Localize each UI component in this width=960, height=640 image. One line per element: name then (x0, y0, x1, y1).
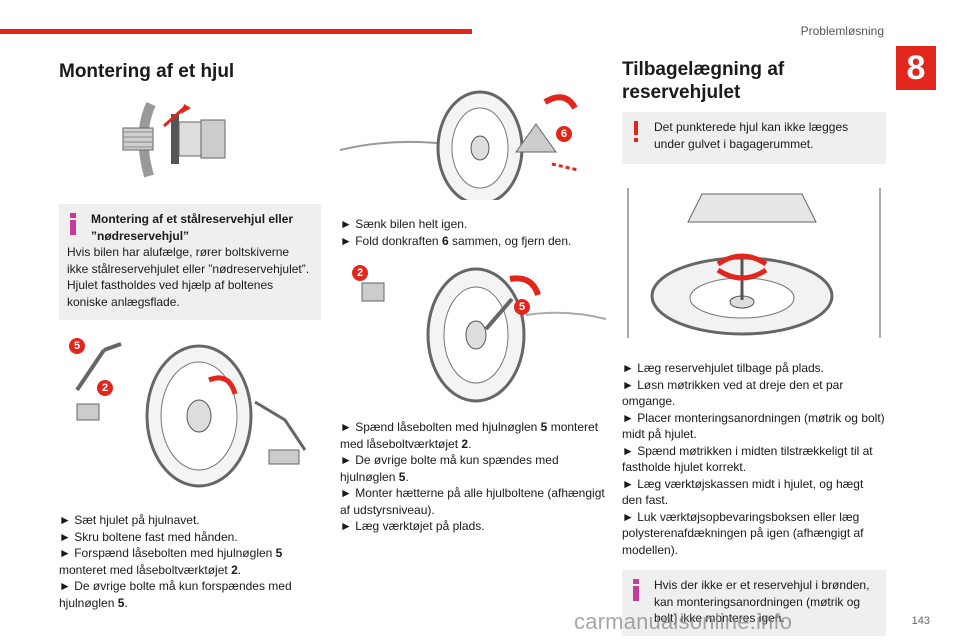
section-heading-return: Tilbagelægning af reservehjulet (622, 59, 785, 103)
spare-well-drawing (627, 188, 881, 338)
steps-mounting: ► Sæt hjulet på hjulnavet. ► Skru bolten… (59, 512, 321, 611)
info-icon (633, 579, 639, 601)
step-text: ► Læg værktøjet på plads. (340, 519, 485, 533)
steps-tightening: ► Spænd låsebolten med hjulnøglen 5 mont… (340, 419, 606, 535)
page-number: 143 (911, 615, 930, 627)
step-text: ► Læg værktøjskassen midt i hjulet, og h… (622, 476, 864, 508)
figure-callout-6: 6 (556, 126, 572, 142)
column-lowering: 6 ► Sænk bilen helt igen. ► Fold donkraf… (339, 52, 607, 535)
warning-icon (634, 121, 638, 142)
bolt-washer-drawing (122, 101, 226, 178)
section-title: Problemløsning (800, 24, 884, 38)
watermark: carmanualsonline.info (574, 609, 793, 634)
step-text: ► Sæt hjulet på hjulnavet. (59, 513, 200, 527)
illustration-bolt-washer (59, 92, 321, 190)
step-text: ► Skru boltene fast med hånden. (59, 529, 238, 544)
step-text: ► Placer monteringsanordningen (møtrik o… (622, 410, 885, 442)
column-mounting-wheel: Montering af et hjul Montering af et stå… (59, 60, 321, 611)
step-text: ► De øvrige bolte må kun spændes med hju… (340, 453, 559, 484)
info-text: Hvis der ikke er et reservehjul i brønde… (654, 578, 870, 625)
illustration-jack-fold: 6 (339, 52, 606, 206)
steps-lowering: ► Sænk bilen helt igen. ► Fold donkrafte… (340, 216, 606, 249)
figure-callout-5: 5 (514, 299, 530, 315)
info-box-steel-spare: Montering af et stålreservehjul eller ”n… (59, 204, 321, 320)
info-body: Hvis bilen har alufælge, rører boltskive… (67, 245, 310, 309)
column-return-spare: Tilbagelægning af reservehjulet Det punk… (622, 58, 886, 636)
warning-box: Det punkterede hjul kan ikke lægges unde… (622, 112, 886, 164)
figure-callout-2: 2 (97, 380, 113, 396)
illustration-wheel-tightening: 5 2 (59, 332, 321, 494)
step-text: ► Fold donkraften 6 sammen, og fjern den… (340, 233, 572, 248)
figure-callout-2: 2 (352, 265, 368, 281)
step-text: ► Forspænd låsebolten med hjulnøglen 5 m… (59, 546, 283, 577)
header-accent-bar (0, 29, 472, 34)
info-box-no-spare: Hvis der ikke er et reservehjul i brønde… (622, 570, 886, 636)
step-text: ► Spænd låsebolten med hjulnøglen 5 mont… (340, 420, 599, 451)
info-icon (70, 213, 76, 235)
warning-text: Det punkterede hjul kan ikke lægges unde… (654, 120, 849, 151)
jack-drawing (339, 90, 579, 206)
step-text: ► Løsn møtrikken ved at dreje den et par… (622, 377, 844, 409)
illustration-spare-well (622, 176, 886, 346)
chapter-badge: 8 (896, 46, 936, 90)
bolts-wrench-drawing (361, 267, 607, 403)
info-heading: Montering af et stålreservehjul eller ”n… (91, 212, 294, 243)
section-heading-mounting: Montering af et hjul (59, 61, 235, 82)
steps-return: ► Læg reservehjulet tilbage på plads. ► … (622, 360, 886, 558)
step-text: ► Læg reservehjulet tilbage på plads. (622, 361, 824, 375)
step-text: ► De øvrige bolte må kun forspændes med … (59, 579, 292, 610)
wheel-wrench-drawing (75, 342, 307, 488)
step-text: ► Spænd møtrikken i midten tilstrækkelig… (622, 443, 873, 475)
step-text: ► Luk værktøjsopbevaringsboksen eller læ… (622, 509, 864, 557)
illustration-tighten-bolts: 2 5 (340, 259, 607, 407)
figure-callout-5: 5 (69, 338, 85, 354)
step-text: ► Monter hætterne på alle hjulboltene (a… (340, 486, 605, 517)
step-text: ► Sænk bilen helt igen. (340, 217, 468, 231)
